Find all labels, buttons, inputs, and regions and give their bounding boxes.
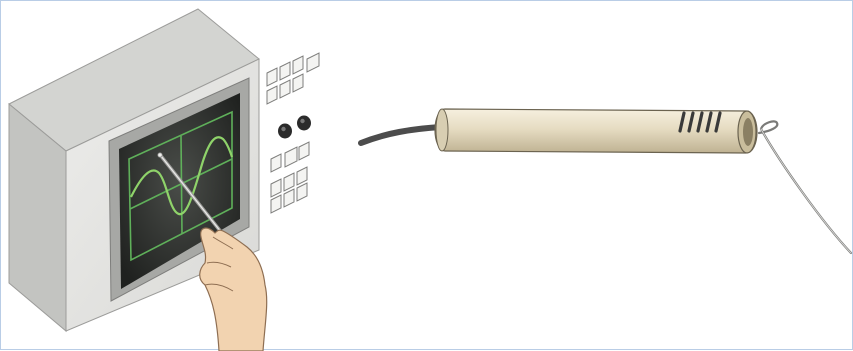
control-knobs <box>278 116 311 139</box>
probe-icon <box>361 109 851 253</box>
probe-hook <box>759 121 851 253</box>
probe-body <box>435 109 757 153</box>
probe-cable <box>361 127 441 143</box>
control-buttons <box>267 53 319 213</box>
oscilloscope-icon <box>9 9 319 331</box>
